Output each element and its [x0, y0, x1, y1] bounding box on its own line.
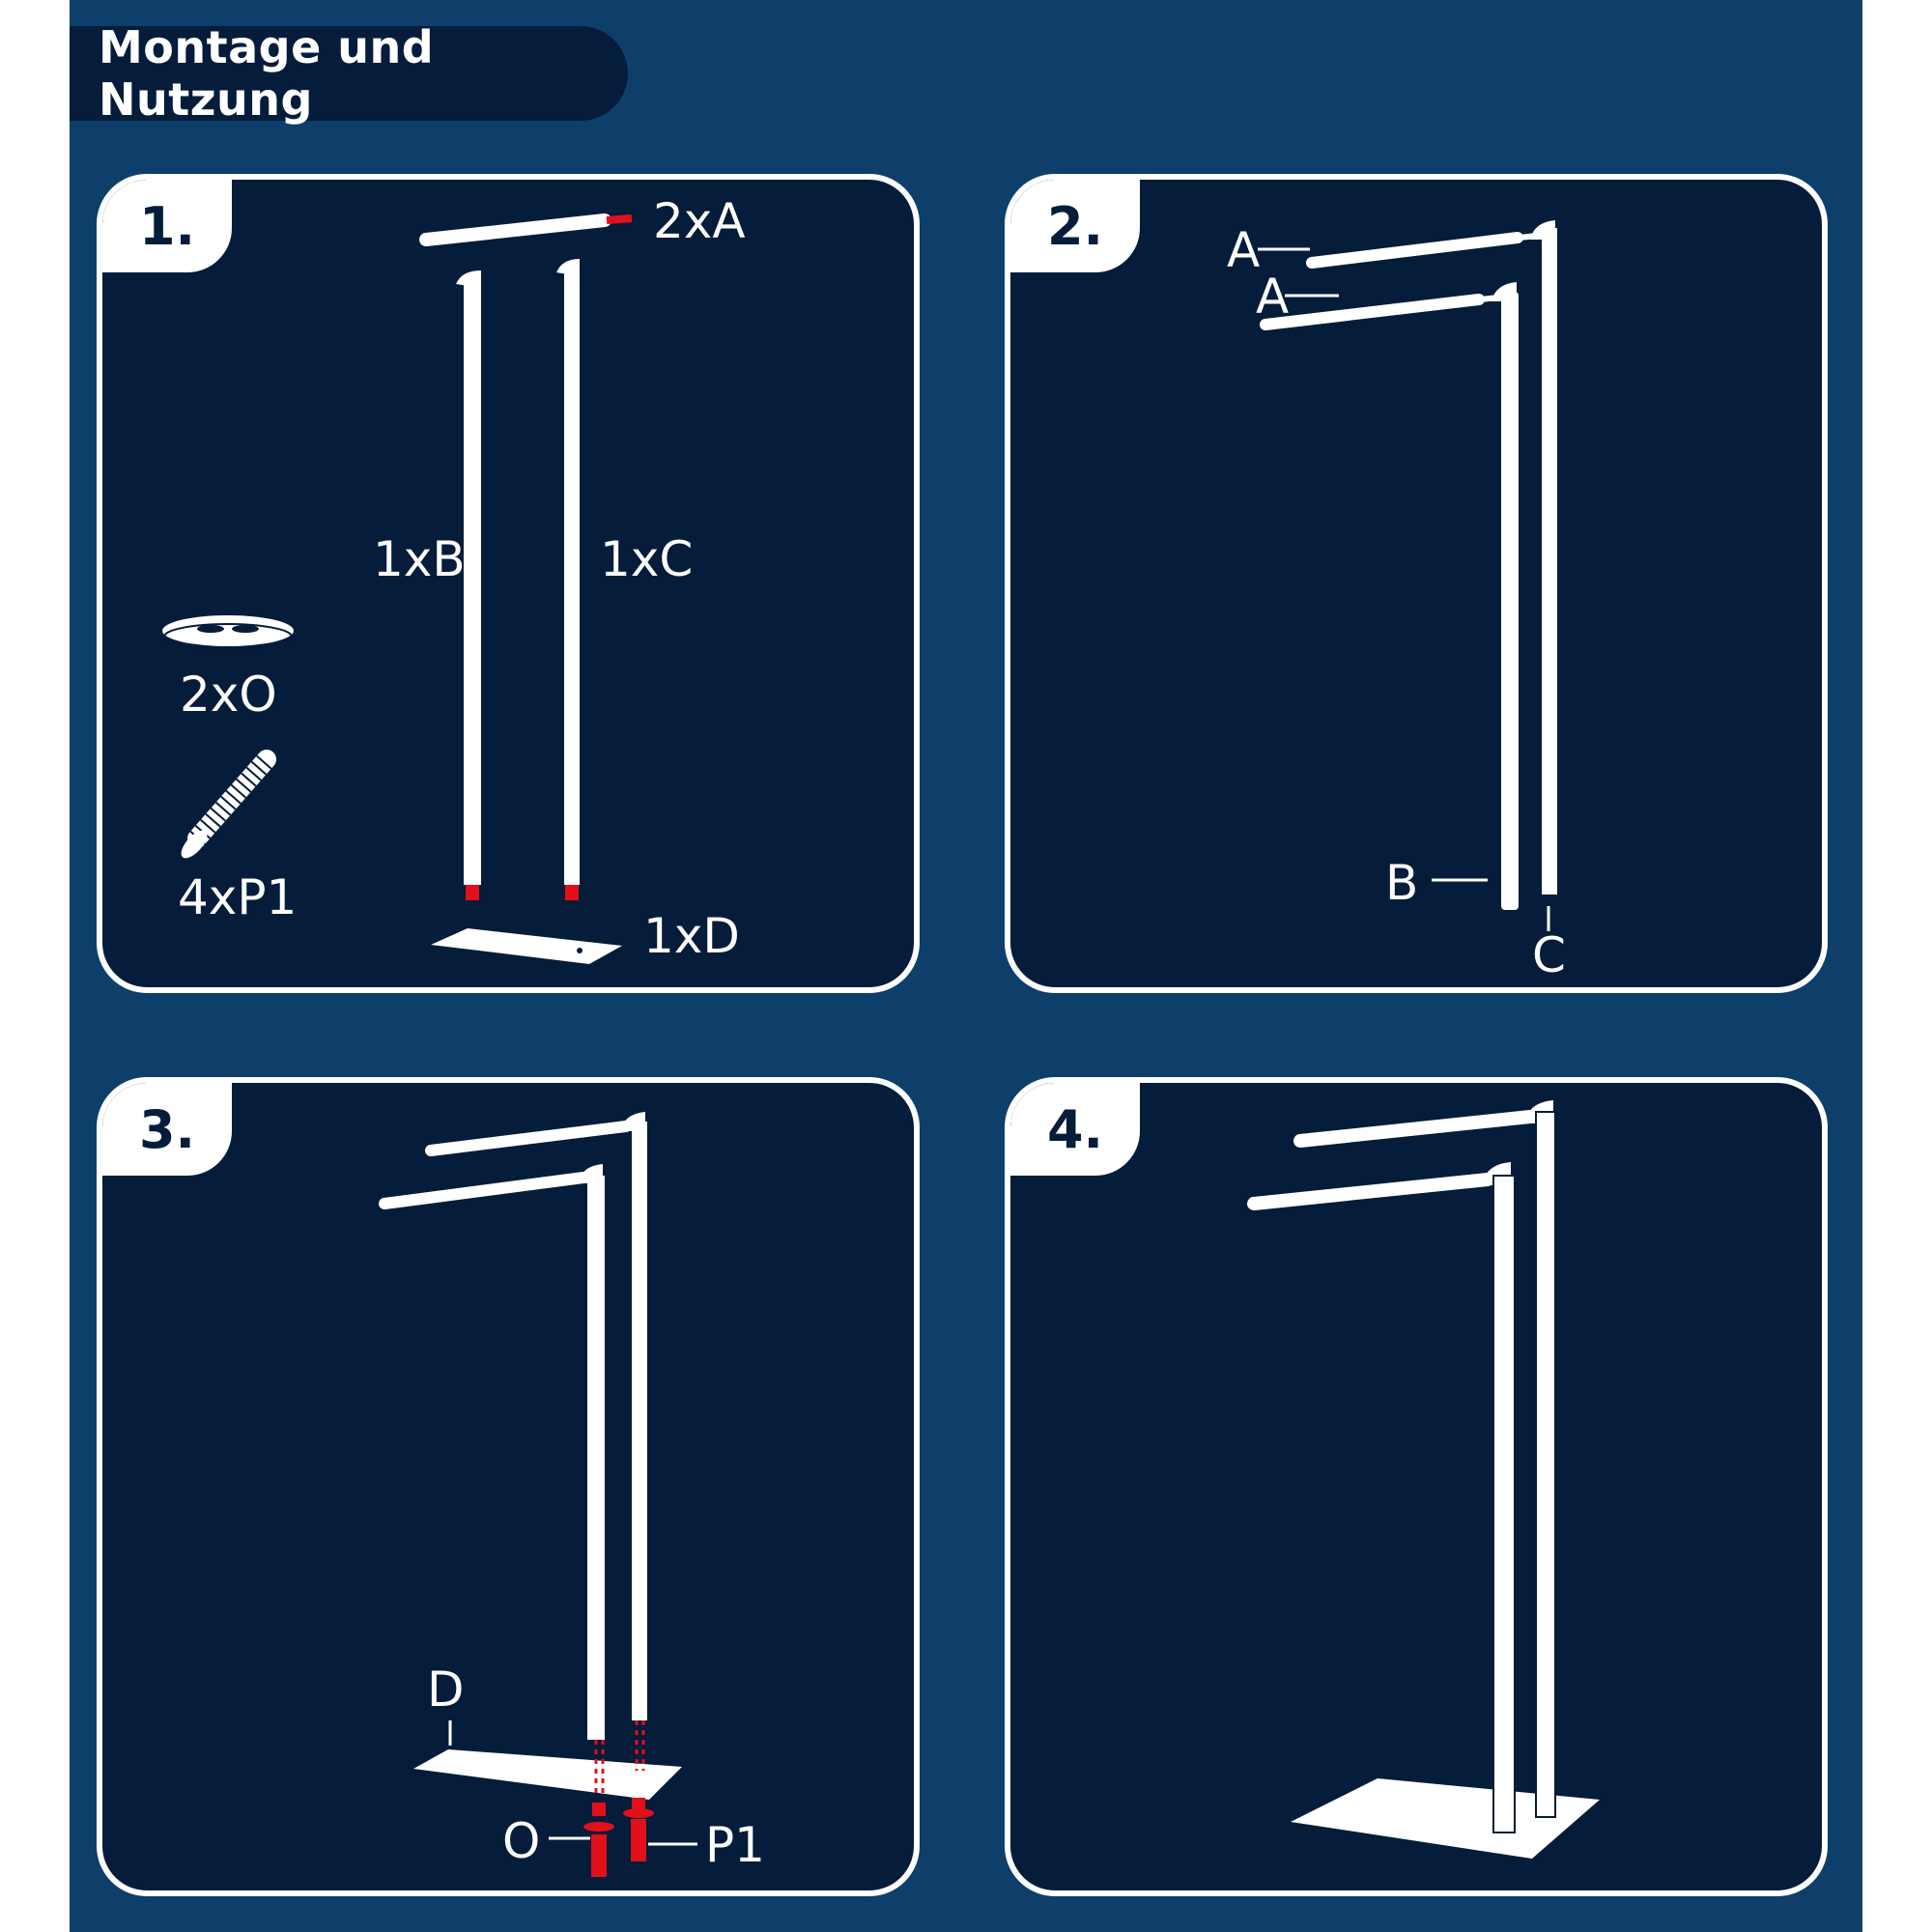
- label-1xd: 1xD: [643, 908, 740, 964]
- assembly-bars: [1260, 220, 1557, 910]
- title-banner: Montage und Nutzung: [70, 21, 628, 126]
- part-b-pole: [456, 270, 481, 900]
- label-2xo: 2xO: [180, 667, 277, 723]
- step-4-illustration: [1247, 1100, 1600, 1859]
- step-2-panel: 2. A A B C: [1005, 174, 1828, 993]
- screw-p1: [181, 750, 276, 859]
- base-plate-d: [413, 1749, 682, 1800]
- step-number: 2.: [1010, 180, 1140, 272]
- label-1xc: 1xC: [600, 531, 693, 587]
- label-1xb: 1xB: [373, 531, 466, 587]
- step-1-panel: 1. 2xA 1xB 1xC 2xO: [97, 174, 920, 993]
- callout-lines: [1258, 247, 1550, 931]
- part-a-bar: [419, 213, 633, 246]
- fasteners-highlight: [583, 1720, 654, 1877]
- label-2xa: 2xA: [653, 193, 746, 249]
- washer-o: [162, 615, 294, 650]
- assembly-bars: [379, 1112, 647, 1740]
- step-2-illustration: A A B C: [1227, 220, 1566, 983]
- base-plate-d: [431, 928, 622, 964]
- step-number: 4.: [1010, 1083, 1140, 1176]
- label-p1: P1: [705, 1817, 765, 1873]
- label-a-upper: A: [1227, 222, 1260, 278]
- callout-lines: [448, 1720, 697, 1846]
- page-title: Montage und Nutzung: [99, 21, 435, 126]
- label-b: B: [1385, 855, 1418, 911]
- step-number: 1.: [102, 180, 232, 272]
- step-3-illustration: D O P1: [379, 1112, 765, 1877]
- label-d: D: [427, 1662, 465, 1718]
- label-c: C: [1532, 927, 1566, 983]
- step-4-panel: 4.: [1005, 1077, 1828, 1896]
- part-c-pole: [556, 259, 580, 900]
- step-1-illustration: 2xA 1xB 1xC 2xO 4xP1: [162, 193, 746, 964]
- assembled-towel-stand: [1247, 1100, 1600, 1859]
- step-number: 3.: [102, 1083, 232, 1176]
- label-4xp1: 4xP1: [178, 869, 297, 925]
- label-a-lower: A: [1256, 269, 1289, 325]
- step-3-panel: 3. D O: [97, 1077, 920, 1896]
- label-o: O: [502, 1813, 540, 1869]
